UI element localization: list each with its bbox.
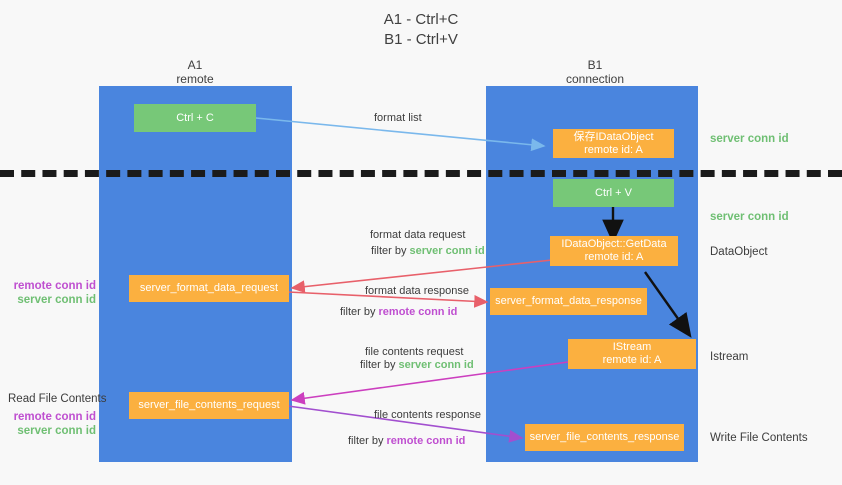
column-a1-name: A1 (187, 58, 203, 72)
edge-label-file-contents-request-filter: filter by server conn id (360, 358, 474, 372)
column-b1-sub: connection (565, 72, 625, 86)
box-istream-line1: IStream (612, 341, 652, 353)
edge-label-file-contents-request: file contents request (365, 346, 464, 358)
box-istream[interactable]: IStream remote id: A (568, 339, 696, 369)
label-remote-conn-id-1: remote conn id (13, 280, 96, 292)
edge-label-format-data-response-filter: filter by remote conn id (340, 305, 457, 319)
label-server-conn-id-2: server conn id (17, 425, 96, 437)
box-ctrl-c-line1: Ctrl + C (176, 111, 214, 124)
box-server-format-data-request-label: server_format_data_request (139, 282, 279, 294)
box-server-file-contents-request[interactable]: server_file_contents_request (129, 392, 289, 419)
label-group-conn-ids-1: remote conn id server conn id (10, 279, 96, 307)
filter-by-text-4: filter by (348, 435, 387, 447)
box-istream-line2: remote id: A (602, 354, 662, 366)
box-register-idataobject-line1: 保存IDataObject (573, 130, 654, 143)
column-header-a1: A1 remote (120, 58, 270, 86)
box-getdata[interactable]: IDataObject::GetData remote id: A (550, 236, 678, 266)
label-group-conn-ids-2: remote conn id server conn id (10, 410, 96, 438)
filter-by-text-1: filter by (371, 245, 410, 257)
label-dataobject: DataObject (710, 246, 768, 258)
box-ctrl-v[interactable]: Ctrl + V (553, 179, 674, 207)
title-line-1: A1 - Ctrl+C (383, 11, 459, 28)
box-server-format-data-response[interactable]: server_format_data_response (490, 288, 647, 315)
edge-label-file-contents-response: file contents response (374, 409, 482, 421)
filter-by-text-3: filter by (360, 359, 399, 371)
column-b1-name: B1 (587, 58, 603, 72)
box-server-format-data-response-label: server_format_data_response (495, 295, 642, 307)
column-header-b1: B1 connection (520, 58, 670, 86)
box-server-file-contents-response-label: server_file_contents_response (529, 431, 680, 443)
filter-by-text-2: filter by (340, 306, 379, 318)
label-remote-conn-id-2: remote conn id (13, 411, 96, 423)
edge-label-format-data-request-filter: filter by server conn id (371, 244, 485, 258)
label-server-conn-id-1: server conn id (17, 294, 96, 306)
box-server-file-contents-request-label: server_file_contents_request (138, 399, 280, 411)
box-ctrl-c[interactable]: Ctrl + C (134, 104, 256, 132)
page-title: A1 - Ctrl+C B1 - Ctrl+V (0, 10, 842, 50)
box-server-file-contents-response[interactable]: server_file_contents_response (525, 424, 684, 451)
remote-conn-id-text-1: remote conn id (378, 306, 458, 318)
box-server-format-data-request[interactable]: server_format_data_request (129, 275, 289, 302)
label-istream: Istream (710, 351, 749, 363)
box-getdata-line1: IDataObject::GetData (561, 238, 667, 250)
edge-label-file-contents-response-filter: filter by remote conn id (348, 434, 465, 448)
server-conn-id-text-2: server conn id (398, 359, 474, 371)
edge-label-format-list: format list (374, 112, 422, 124)
box-getdata-line2: remote id: A (584, 251, 644, 263)
remote-conn-id-text-2: remote conn id (386, 435, 466, 447)
column-a1-sub: remote (176, 72, 214, 86)
label-write-file-contents: Write File Contents (710, 432, 808, 444)
divider-dashed (0, 170, 842, 177)
label-server-conn-id-top: server conn id (710, 133, 789, 145)
edge-label-format-data-response: format data response (365, 285, 469, 297)
label-read-file-contents: Read File Contents (8, 393, 107, 405)
label-server-conn-id-mid: server conn id (710, 211, 789, 223)
box-ctrl-v-line1: Ctrl + V (595, 186, 632, 199)
edge-label-format-data-request: format data request (370, 229, 466, 241)
server-conn-id-text-1: server conn id (409, 245, 485, 257)
box-register-idataobject-line2: remote id: A (584, 143, 643, 156)
box-register-idataobject[interactable]: 保存IDataObject remote id: A (553, 129, 674, 158)
title-line-2: B1 - Ctrl+V (384, 31, 458, 48)
